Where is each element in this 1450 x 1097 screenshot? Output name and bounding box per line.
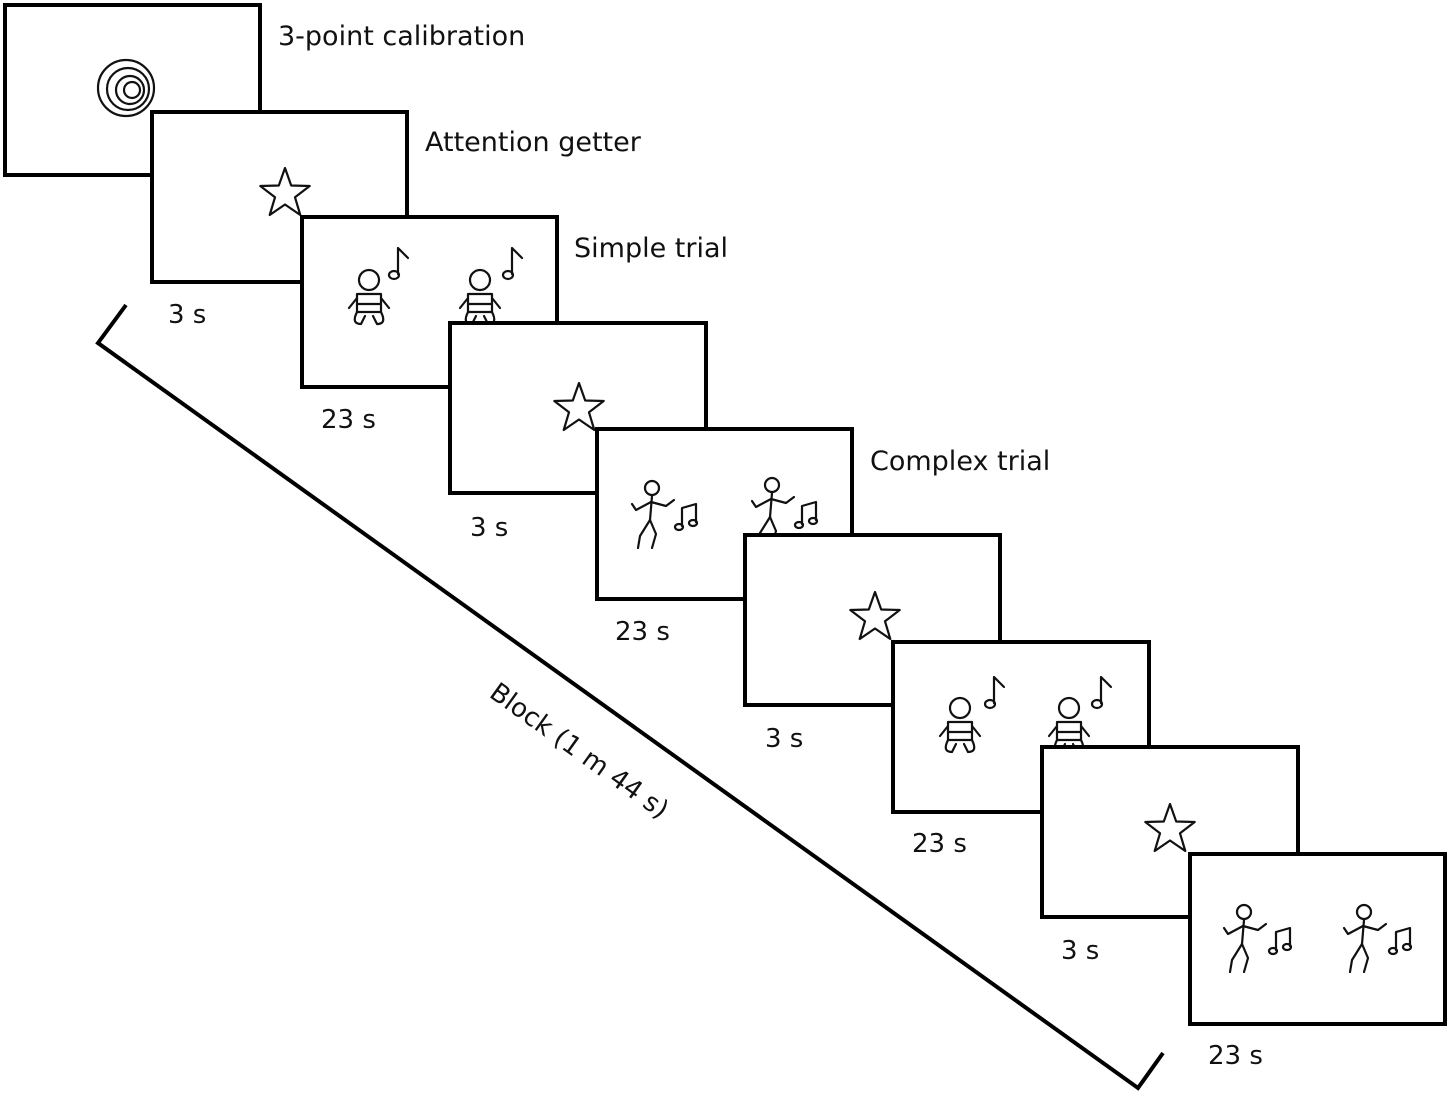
- frame-complex-trial-2: [1188, 852, 1447, 1026]
- block-label: Block (1 m 44 s): [484, 677, 674, 825]
- duration-label: 3 s: [1061, 936, 1099, 966]
- calibration-target-icon: [96, 58, 156, 118]
- step-title-simple-trial: Simple trial: [574, 233, 728, 264]
- duration-label: 23 s: [615, 617, 670, 647]
- frame-attention-getter-2: [448, 321, 708, 495]
- duration-label: 3 s: [168, 300, 206, 330]
- duration-label: 3 s: [470, 513, 508, 543]
- step-title-attention-getter: Attention getter: [425, 127, 642, 158]
- duration-label: 3 s: [765, 724, 803, 754]
- duration-label: 23 s: [321, 405, 376, 435]
- duration-label: 23 s: [1208, 1041, 1263, 1071]
- duration-label: 23 s: [912, 829, 967, 859]
- step-title-calibration: 3-point calibration: [278, 21, 525, 52]
- step-title-complex-trial: Complex trial: [870, 446, 1050, 477]
- block-bracket: [95, 303, 1165, 1091]
